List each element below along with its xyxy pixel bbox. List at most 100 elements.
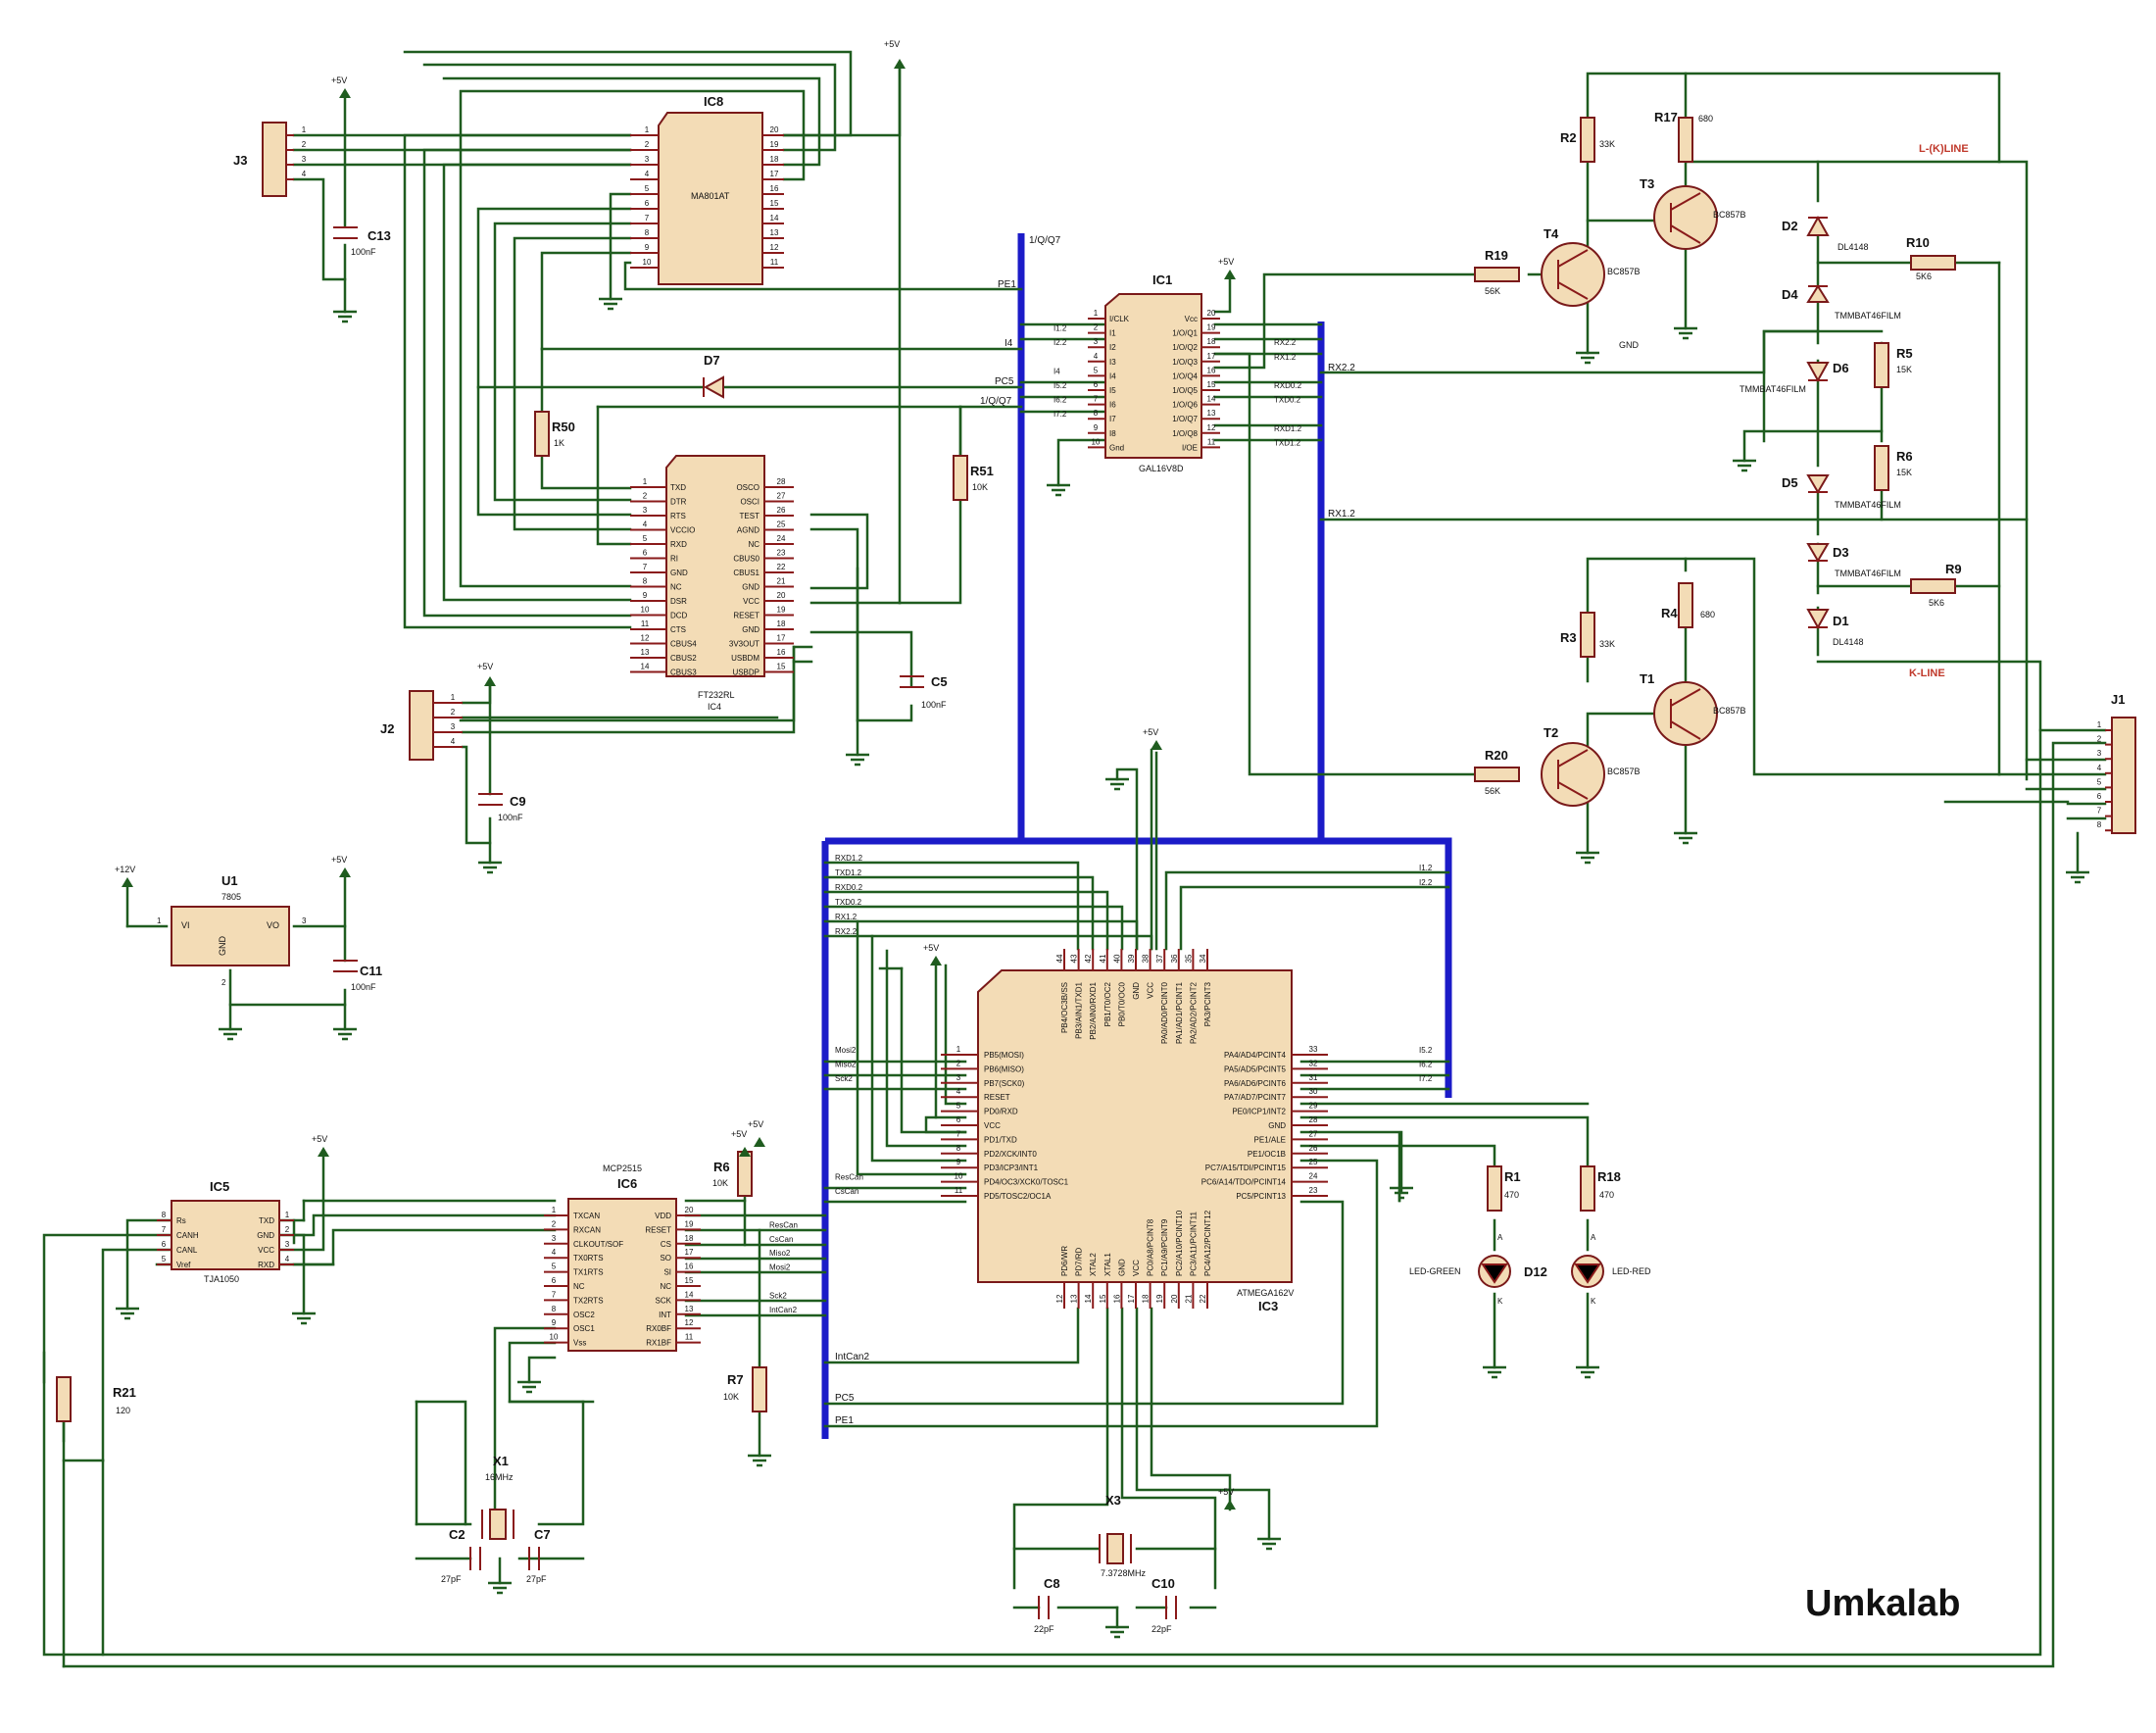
r21-val: 120 [116, 1406, 130, 1415]
ic6-pin-name: RESET [645, 1225, 671, 1234]
ic3-net-label: CsCan [835, 1187, 858, 1196]
net-pc5: PC5 [995, 376, 1014, 387]
d3-ref: D3 [1833, 545, 1849, 560]
r5-ref: R5 [1896, 346, 1913, 361]
ic3-pin-name: PD6/WR [1060, 1246, 1069, 1276]
ic6-pin-number: 13 [685, 1305, 694, 1313]
d2-val: DL4148 [1838, 242, 1869, 252]
ic6-net-label: ResCan [769, 1220, 798, 1229]
ic3-pin-number: 31 [1309, 1073, 1318, 1082]
r6-val: 15K [1896, 468, 1912, 477]
vcc-label: +5V [1218, 1487, 1234, 1497]
ic4-pin-number: 1 [643, 477, 648, 486]
ic4-pin-name: DTR [670, 498, 687, 507]
r9-ref: R9 [1945, 562, 1962, 576]
ic3-pin-name: PA4/AD4/PCINT4 [1224, 1051, 1287, 1060]
ic8-pin-number: 1 [645, 125, 650, 134]
r6b-val: 10K [712, 1178, 728, 1188]
ic4-pin-number: 3 [643, 506, 648, 515]
ic4-pin-number: 13 [641, 648, 650, 657]
ic6-part: MCP2515 [603, 1164, 642, 1173]
ic4-pin-number: 26 [777, 506, 786, 515]
ic-pin-labels: 12345678910201918171615141312111TXD2DTR3… [157, 125, 2112, 1348]
ic3-pin-number: 27 [1309, 1129, 1318, 1138]
ic3-pin-number: 20 [1170, 1294, 1179, 1303]
ic5-pin-name: Vref [176, 1261, 191, 1269]
t3-ref: T3 [1640, 176, 1654, 191]
ic1-pin-number: 19 [1207, 323, 1216, 332]
j1-pin-number: 6 [2097, 792, 2102, 801]
ic8-pin-number: 19 [770, 140, 779, 149]
ic6-pin-name: Vss [573, 1339, 586, 1348]
ic3-pin-name: PA7/AD7/PCINT7 [1224, 1093, 1287, 1102]
ic6-pin-number: 2 [552, 1219, 557, 1228]
ic6-pin-name: OSC1 [573, 1324, 595, 1333]
d7-ref: D7 [704, 353, 720, 368]
r1-val: 470 [1504, 1190, 1519, 1200]
ic3-pin-number: 5 [956, 1102, 961, 1111]
r5-val: 15K [1896, 365, 1912, 374]
j2-pin-number: 2 [451, 708, 456, 717]
ic3-net-label: I5.2 [1419, 1046, 1433, 1055]
ic6-pin-name: TX1RTS [573, 1268, 604, 1277]
ic4-pin-number: 22 [777, 563, 786, 571]
ic3-pin-name: PB0/T0/OC0 [1117, 981, 1126, 1026]
ic1-pin-name: 1/O/Q1 [1172, 329, 1198, 338]
ic6-pin-number: 4 [552, 1248, 557, 1257]
k-line-label: K-LINE [1909, 668, 1945, 679]
ic3-pin-name: VCC [1132, 1260, 1141, 1276]
ic1-pin-number: 5 [1094, 366, 1099, 374]
j1-pin-number: 5 [2097, 777, 2102, 786]
resistors [56, 117, 1956, 1422]
ic5-ref: IC5 [210, 1179, 229, 1194]
ic4-pin-number: 24 [777, 534, 786, 543]
ic3-pin-name: PD2/XCK/INT0 [984, 1150, 1037, 1159]
c11-val: 100nF [351, 982, 376, 992]
ic3-pin-number: 23 [1309, 1186, 1318, 1195]
ic4-pin-name: CBUS0 [733, 555, 760, 564]
c11-ref: C11 [360, 964, 382, 978]
vcc-label: +5V [331, 75, 347, 85]
j3-ref: J3 [233, 153, 247, 168]
ic3-pin-number: 19 [1155, 1294, 1164, 1303]
net-q7: 1/Q/Q7 [1029, 235, 1061, 246]
ic3-pin-number: 13 [1070, 1294, 1079, 1303]
ic4-pin-name: USBDM [731, 654, 760, 663]
ic1-pin-number: 7 [1094, 395, 1099, 404]
ic1-net-label: TXD0.2 [1274, 396, 1301, 405]
ic1-pin-name: I/OE [1182, 443, 1198, 452]
ic3-pin-name: XTAL1 [1103, 1253, 1112, 1276]
ic1-pin-name: I6 [1109, 401, 1116, 410]
ic1-net-label: RXD1.2 [1274, 424, 1302, 433]
ic6-pin-number: 3 [552, 1234, 557, 1243]
ic3-pin-number: 7 [956, 1129, 961, 1138]
ic4-part: FT232RL [698, 690, 735, 700]
ic4-pin-number: 16 [777, 648, 786, 657]
ic3-pin-number: 37 [1155, 954, 1164, 963]
j1-pin-number: 7 [2097, 807, 2102, 816]
ic6-net-label: IntCan2 [769, 1306, 798, 1314]
ic3-net-label: RX2.2 [835, 927, 858, 936]
ic1-pin-number: 18 [1207, 337, 1216, 346]
ic4-pin-name: VCCIO [670, 526, 695, 535]
c9-ref: C9 [510, 794, 526, 809]
line-labels: L-(K)LINE K-LINE [1909, 143, 1969, 679]
ic6-pin-number: 5 [552, 1263, 557, 1271]
j2-pin-number: 3 [451, 722, 456, 731]
ic3-pin-name: PC6/A14/TDO/PCINT14 [1201, 1178, 1287, 1187]
t4-val: BC857B [1607, 267, 1641, 276]
r4-val: 680 [1700, 610, 1715, 619]
ic3-pin-number: 2 [956, 1059, 961, 1067]
leds [1478, 1255, 1604, 1288]
ic3-pin-name: PC1/A9/PCINT9 [1160, 1218, 1169, 1276]
c5-ref: C5 [931, 674, 948, 689]
j3-pin-number: 2 [302, 140, 307, 149]
ic1-part: GAL16V8D [1139, 464, 1184, 473]
d12-ref: D12 [1524, 1264, 1547, 1279]
u1-p2: 2 [221, 978, 226, 987]
ic3-net-label: I1.2 [1419, 864, 1433, 872]
ic3-pin-number: 12 [1055, 1294, 1064, 1303]
ic3-pin-name: PC4/A12/PCINT12 [1203, 1210, 1212, 1276]
j1-pin-number: 4 [2097, 764, 2102, 772]
